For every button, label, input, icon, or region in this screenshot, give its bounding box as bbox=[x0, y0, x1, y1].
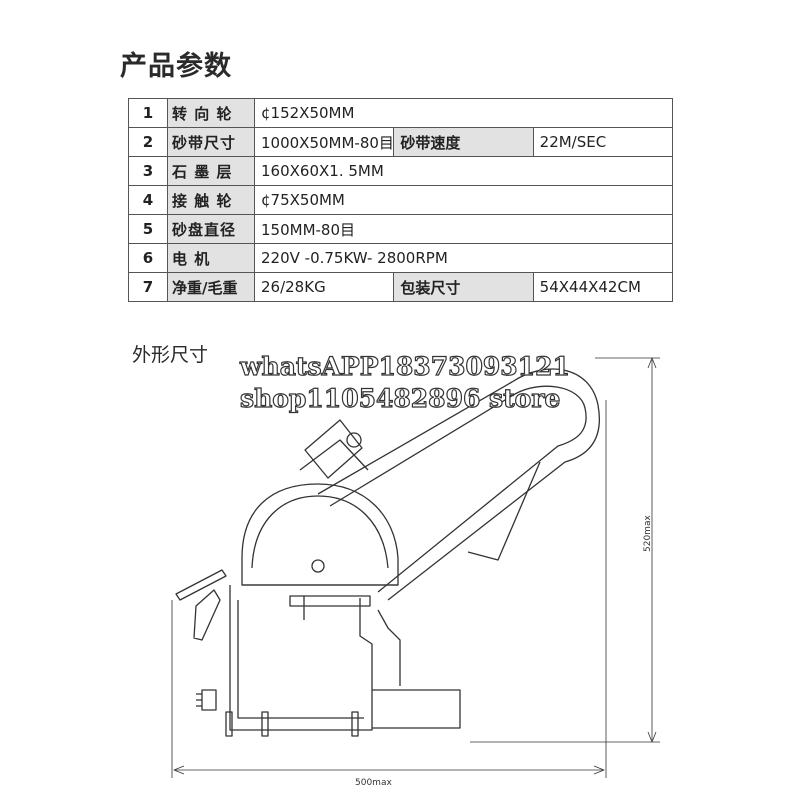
table-row: 6 电 机 220V -0.75KW- 2800RPM bbox=[128, 243, 673, 273]
belt-arm bbox=[299, 368, 600, 601]
sanding-disc bbox=[241, 483, 399, 586]
spec-value-2: 22M/SEC bbox=[532, 127, 674, 157]
watermark-line-1: whatsAPP18373093121 bbox=[239, 351, 570, 381]
spec-label: 砂带尺寸 bbox=[167, 127, 255, 157]
spec-label: 接 触 轮 bbox=[167, 185, 255, 215]
height-dimension-label: 520max bbox=[643, 515, 653, 552]
width-dimension-line bbox=[171, 400, 607, 778]
drawing-title: 外形尺寸 bbox=[132, 344, 209, 366]
spec-value: 160X60X1. 5MM bbox=[254, 156, 673, 186]
spec-value: 1000X50MM-80目 bbox=[253, 127, 395, 157]
tool-rest bbox=[175, 569, 371, 641]
table-row: 3 石 墨 层 160X60X1. 5MM bbox=[128, 156, 673, 186]
spec-label: 石 墨 层 bbox=[167, 156, 255, 186]
table-row: 2 砂带尺寸 1000X50MM-80目 砂带速度 22M/SEC bbox=[128, 127, 674, 157]
spec-value: 26/28KG bbox=[253, 272, 395, 302]
table-row: 7 净重/毛重 26/28KG 包装尺寸 54X44X42CM bbox=[128, 272, 674, 302]
spec-label: 电 机 bbox=[167, 243, 255, 273]
row-number: 1 bbox=[128, 98, 168, 128]
spec-value: 150MM-80目 bbox=[254, 214, 673, 244]
base-housing bbox=[196, 585, 461, 737]
spec-value: ¢75X50MM bbox=[254, 185, 673, 215]
row-number: 7 bbox=[128, 272, 168, 302]
spec-table: 1 转 向 轮 ¢152X50MM 2 砂带尺寸 1000X50MM-80目 砂… bbox=[128, 98, 674, 302]
table-row: 5 砂盘直径 150MM-80目 bbox=[128, 214, 673, 244]
spec-label: 净重/毛重 bbox=[167, 272, 255, 302]
page-title: 产品参数 bbox=[120, 51, 232, 82]
spec-label-2: 包装尺寸 bbox=[393, 272, 534, 302]
width-dimension-label: 500max bbox=[355, 778, 392, 788]
spec-value: 220V -0.75KW- 2800RPM bbox=[254, 243, 673, 273]
row-number: 3 bbox=[128, 156, 168, 186]
spec-label: 砂盘直径 bbox=[167, 214, 255, 244]
height-dimension-line bbox=[470, 357, 660, 743]
spec-value-2: 54X44X42CM bbox=[532, 272, 674, 302]
table-row: 4 接 触 轮 ¢75X50MM bbox=[128, 185, 673, 215]
watermark-line-2: shop1105482896 store bbox=[239, 383, 561, 413]
row-number: 2 bbox=[128, 127, 168, 157]
spec-label-2: 砂带速度 bbox=[393, 127, 534, 157]
